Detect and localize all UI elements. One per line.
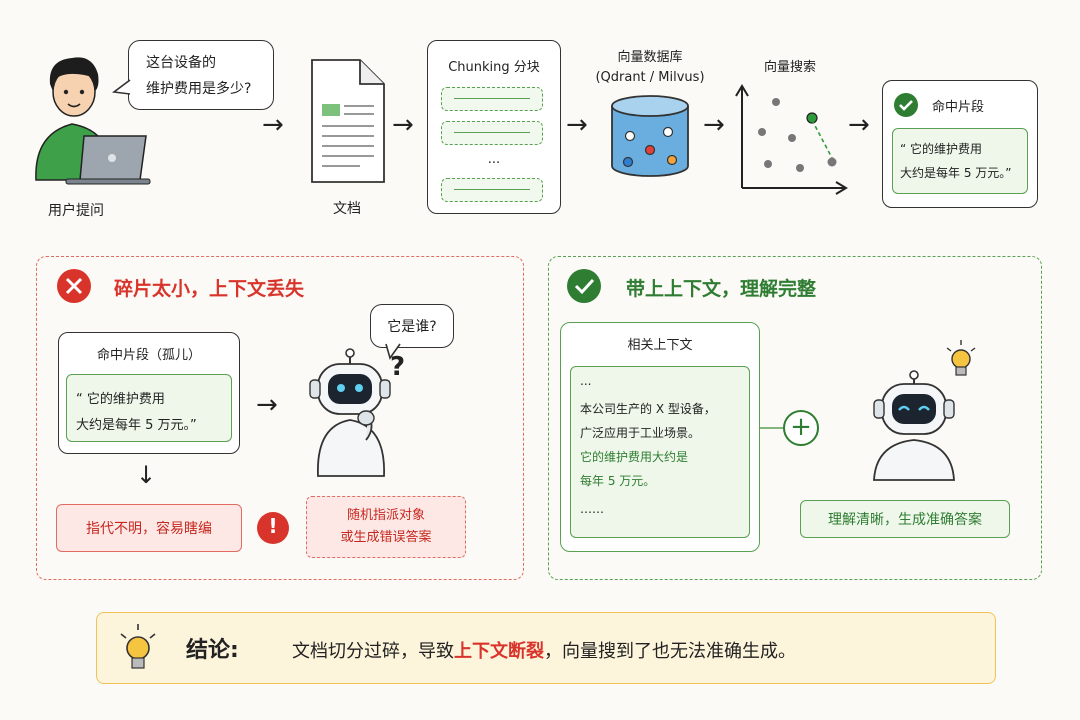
conclusion-banner — [96, 612, 996, 684]
context-line-3: 广泛应用于工业场景。 — [580, 426, 701, 440]
warning-icon — [257, 512, 289, 544]
scatter-plot-icon — [735, 84, 848, 195]
orphan-fragment-title: 命中片段（孤儿） — [96, 348, 201, 363]
result-hallucination-text: 指代不明，容易瞎编 — [86, 521, 212, 537]
arrow-5: → — [848, 110, 870, 140]
check-circle-large-icon — [567, 269, 601, 303]
conclusion-before: 文档切分过碎，导致 — [292, 641, 454, 662]
context-title: 相关上下文 — [627, 338, 693, 353]
document-label: 文档 — [333, 201, 361, 217]
context-line-2: 本公司生产的 X 型设备， — [580, 402, 716, 416]
orphan-line-1: “ 它的维护费用 — [76, 392, 165, 407]
result-accurate-text: 理解清晰，生成准确答案 — [828, 512, 982, 528]
hit-title: 命中片段 — [932, 100, 985, 115]
confused-robot-illustration — [309, 348, 391, 477]
good-panel — [548, 256, 1042, 580]
lightbulb-icon — [120, 624, 156, 669]
arrow-down: ↓ — [136, 461, 157, 489]
orphan-quote-box — [66, 374, 232, 442]
result-wrong-line-2: 或生成错误答案 — [340, 530, 432, 545]
result-hallucination: 指代不明，容易瞎编 — [56, 504, 242, 552]
context-inner-box — [570, 366, 750, 538]
happy-robot-illustration — [873, 370, 955, 481]
result-accurate: 理解清晰，生成准确答案 — [800, 500, 1010, 538]
database-icon — [611, 95, 689, 177]
robot-question-text: 它是谁? — [387, 319, 437, 335]
vectordb-label-2: (Qdrant / Milvus) — [595, 70, 705, 85]
orphan-line-2: 大约是每年 5 万元。” — [76, 418, 197, 433]
chunking-title: Chunking 分块 — [448, 60, 540, 75]
cross-circle-icon — [57, 269, 91, 303]
robot-bubble-tail — [385, 343, 401, 360]
conclusion-text: 文档切分过碎，导致上下文断裂，向量搜到了也无法准确生成。 — [292, 637, 796, 663]
context-line-4: 它的维护费用大约是 — [580, 450, 689, 464]
plus-circle-icon — [783, 410, 819, 446]
question-line-2: 维护费用是多少? — [146, 81, 252, 97]
robot-question-bubble — [370, 304, 454, 348]
chunk-ellipsis: ... — [487, 152, 501, 167]
question-bubble — [128, 40, 274, 110]
user-label: 用户提问 — [48, 203, 104, 219]
search-label: 向量搜索 — [763, 60, 816, 75]
conclusion-after: ，向量搜到了也无法准确生成。 — [544, 641, 796, 662]
result-wrong-answer: 随机指派对象 或生成错误答案 — [306, 496, 466, 558]
good-panel-title: 带上上下文，理解完整 — [626, 278, 817, 300]
arrow-to-robot: → — [256, 390, 278, 420]
context-line-1: ... — [580, 374, 592, 388]
arrow-2: → — [392, 110, 414, 140]
context-line-6: …… — [580, 502, 604, 516]
chunk-3 — [441, 178, 543, 202]
check-circle-icon — [894, 93, 918, 117]
lightbulb-small-icon — [946, 340, 976, 376]
vectordb-label-1: 向量数据库 — [617, 50, 683, 65]
conclusion-highlight: 上下文断裂 — [454, 641, 544, 662]
question-bubble-tail — [111, 79, 131, 95]
question-mark: ? — [390, 352, 406, 382]
hit-line-2: 大约是每年 5 万元。” — [900, 166, 1012, 180]
hit-line-1: “ 它的维护费用 — [900, 142, 983, 156]
question-line-1: 这台设备的 — [146, 55, 216, 71]
plus-symbol: + — [790, 412, 812, 442]
bad-panel-title: 碎片太小，上下文丢失 — [114, 278, 305, 300]
arrow-3: → — [566, 110, 588, 140]
arrow-4: → — [703, 110, 725, 140]
warning-symbol: ! — [268, 514, 278, 538]
arrow-1: → — [262, 110, 284, 140]
context-line-5: 每年 5 万元。 — [580, 474, 656, 488]
result-wrong-line-1: 随机指派对象 — [346, 508, 425, 523]
document-icon — [311, 59, 385, 183]
conclusion-label: 结论: — [186, 638, 239, 663]
hit-quote-box — [892, 128, 1028, 194]
chunk-1 — [441, 87, 543, 111]
connector-line — [760, 427, 784, 429]
chunk-2 — [441, 121, 543, 145]
user-illustration — [28, 52, 158, 192]
bad-panel — [36, 256, 524, 580]
